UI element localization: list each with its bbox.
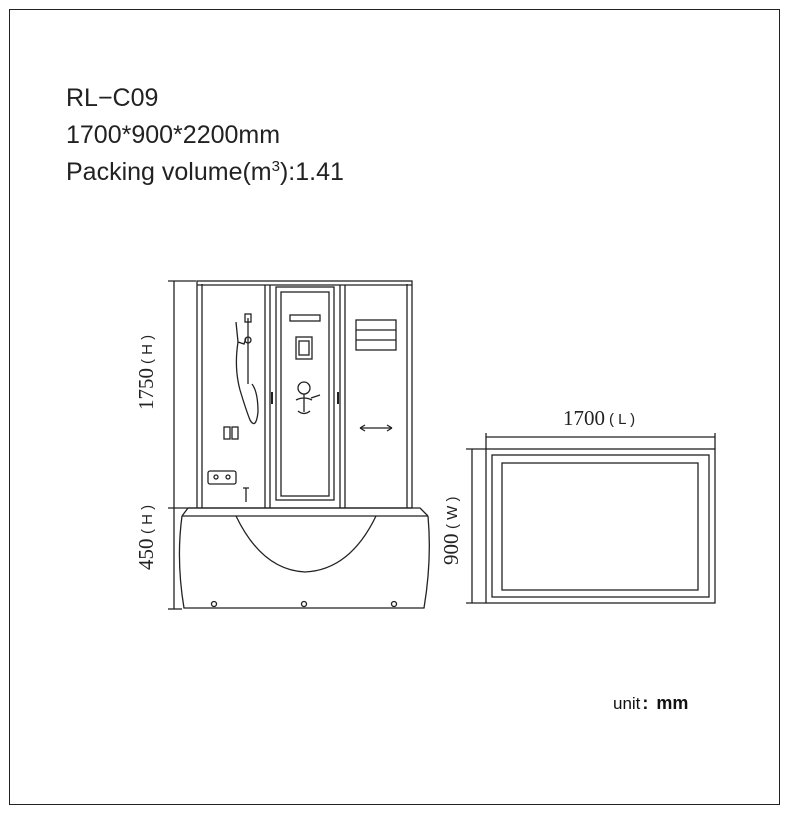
center-column <box>275 286 335 501</box>
packing-volume-value: ):1.41 <box>279 158 344 186</box>
base-height-label: 450 ( H ) <box>134 505 158 570</box>
top-view <box>466 433 716 604</box>
mixer-valve <box>297 381 311 395</box>
front-view <box>178 280 430 609</box>
top-vent <box>289 314 321 322</box>
unit-colon: : <box>642 693 649 713</box>
svg-text:( L ): ( L ) <box>609 411 635 428</box>
upper-height-label: 1750 ( H ) <box>134 335 158 410</box>
tub-base <box>178 515 430 609</box>
length-label: 1700 ( L ) <box>563 406 635 430</box>
top-outline <box>485 448 716 604</box>
svg-text:1700: 1700 <box>563 406 605 430</box>
svg-text:1750: 1750 <box>134 368 158 410</box>
top-inner-panel <box>501 462 699 591</box>
overall-size: 1700*900*2200mm <box>66 121 281 149</box>
title-block: RL−C09 1700*900*2200mm Packing volume(m3… <box>66 80 344 191</box>
svg-text:( H ): ( H ) <box>139 505 156 534</box>
towel-rack <box>355 319 397 351</box>
svg-text:900: 900 <box>439 534 463 566</box>
height-dimension-lines <box>168 280 196 610</box>
unit-label: unit <box>613 694 641 713</box>
packing-volume-label: Packing volume(m <box>66 158 272 186</box>
unit-note: unit: mm <box>613 693 688 714</box>
width-label: 900 ( W ) <box>439 497 463 565</box>
drawing-frame <box>9 9 780 805</box>
svg-text:( H ): ( H ) <box>139 335 156 364</box>
tub-arc <box>235 515 377 573</box>
packing-volume-exponent: 3 <box>271 158 280 175</box>
svg-text:450: 450 <box>134 539 158 571</box>
model-number: RL−C09 <box>66 84 159 112</box>
svg-text:( W ): ( W ) <box>444 497 461 529</box>
packing-volume: Packing volume(m3):1.41 <box>66 154 344 191</box>
control-panel <box>295 336 313 360</box>
lower-control-box <box>207 470 237 485</box>
unit-value: mm <box>656 693 689 713</box>
